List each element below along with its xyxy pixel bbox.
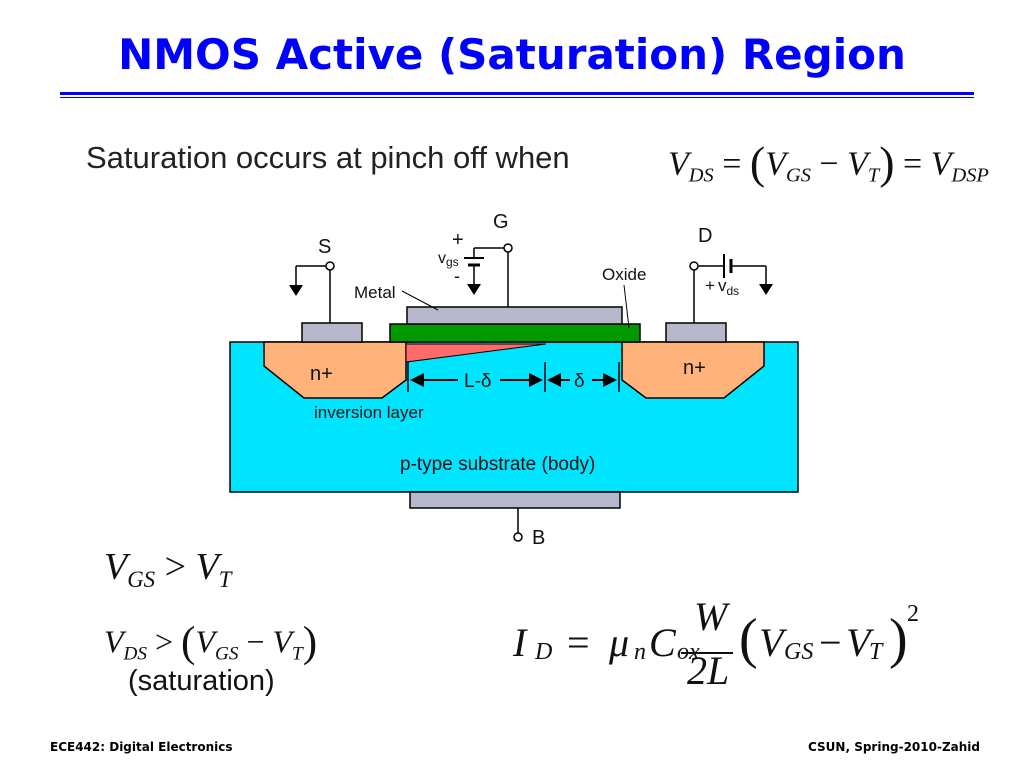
eq-sub: T xyxy=(867,164,880,187)
vgs-condition: VGS > VT xyxy=(104,545,231,593)
eq-op: = xyxy=(713,145,750,183)
source-region-label: n+ xyxy=(310,363,333,385)
eq-op: = xyxy=(567,620,590,665)
fraction-bar xyxy=(681,652,733,654)
vds-plus: + xyxy=(705,276,715,295)
eq-sub: D xyxy=(535,639,553,665)
eq-term: C xyxy=(649,620,676,665)
eq-term: V xyxy=(272,623,293,660)
oxide-label: Oxide xyxy=(602,265,646,284)
eq-term: V xyxy=(759,620,784,665)
vgs-label: vgs xyxy=(438,250,459,269)
eq-paren: ( xyxy=(749,137,766,188)
eq-term: V xyxy=(668,145,689,183)
length-arrow-head xyxy=(410,373,424,387)
eq-term: V xyxy=(847,145,868,183)
fraction-numerator: W xyxy=(694,594,728,639)
vds-ground-arrow xyxy=(759,284,773,295)
inversion-layer xyxy=(405,343,547,363)
vds-subscript: ds xyxy=(726,284,739,298)
eq-term: μ xyxy=(609,620,630,665)
vgs-plus: + xyxy=(452,229,464,251)
eq-paren: ( xyxy=(181,619,196,666)
source-terminal xyxy=(325,261,335,271)
eq-paren: ) xyxy=(302,619,318,666)
eq-op: > xyxy=(147,623,182,660)
eq-sub: T xyxy=(869,639,883,665)
slide-title: NMOS Active (Saturation) Region xyxy=(118,30,906,79)
eq-sub: DS xyxy=(123,643,147,665)
eq-sub: GS xyxy=(784,639,814,665)
delta-label: δ xyxy=(574,371,585,392)
substrate-label: p-type substrate (body) xyxy=(400,454,595,475)
gate-label: G xyxy=(493,211,509,233)
eq-sub: DSP xyxy=(951,164,989,187)
channel-length-label: L-δ xyxy=(464,371,491,392)
metal-label: Metal xyxy=(354,283,396,302)
eq-term: V xyxy=(930,145,952,183)
delta-arrow-head xyxy=(547,373,561,387)
eq-term: V xyxy=(104,623,124,660)
eq-sub: n xyxy=(634,639,646,665)
eq-op: − xyxy=(819,620,842,665)
eq-paren: ) xyxy=(889,608,908,670)
drain-contact xyxy=(665,322,727,343)
delta-arrow-head xyxy=(603,373,617,387)
drain-n-region xyxy=(621,341,765,399)
vds-label: +vds xyxy=(705,276,739,298)
eq-sub: DS xyxy=(688,164,714,187)
eq-sub: GS xyxy=(127,566,156,592)
footer-course: ECE442: Digital Electronics xyxy=(50,740,233,754)
eq-paren: ( xyxy=(739,608,758,670)
eq-term: V xyxy=(846,620,871,665)
title-rule-thin xyxy=(60,97,974,98)
gate-metal xyxy=(406,306,623,325)
length-arrow-head xyxy=(529,373,543,387)
gate-oxide xyxy=(389,323,641,343)
eq-term: V xyxy=(104,546,128,588)
body-label: B xyxy=(532,527,545,549)
body-terminal xyxy=(513,532,523,542)
body-contact xyxy=(409,491,621,509)
source-ground-arrow xyxy=(289,285,303,296)
vds-condition: VDS > (VGS − VT) xyxy=(104,618,317,667)
gate-terminal xyxy=(503,243,513,253)
inversion-layer-label: inversion layer xyxy=(314,403,424,422)
drain-region-label: n+ xyxy=(683,357,706,379)
source-label: S xyxy=(318,236,331,258)
vds-symbol: v xyxy=(718,276,727,295)
eq-op: − xyxy=(810,145,848,183)
vgs-minus: - xyxy=(454,266,460,286)
saturation-label: (saturation) xyxy=(128,665,275,697)
pinch-off-equation: VDS = (VGS − VT) = VDSP xyxy=(668,136,989,189)
fraction-denominator: 2L xyxy=(687,648,730,693)
eq-op: = xyxy=(894,145,931,183)
eq-term: V xyxy=(195,623,215,660)
metal-pointer xyxy=(401,290,439,311)
eq-term: V xyxy=(195,546,219,588)
title-rule xyxy=(60,92,974,95)
eq-sub: GS xyxy=(785,164,811,187)
drain-label: D xyxy=(698,225,712,247)
oxide-pointer xyxy=(623,284,630,329)
eq-exponent: 2 xyxy=(907,601,919,627)
eq-sub: T xyxy=(218,566,232,592)
eq-paren: ) xyxy=(879,137,895,188)
eq-op: > xyxy=(155,546,196,588)
drain-terminal xyxy=(689,261,699,271)
eq-term: V xyxy=(765,145,786,183)
footer-credit: CSUN, Spring-2010-Zahid xyxy=(808,740,980,754)
eq-sub: T xyxy=(292,643,303,665)
eq-sub: GS xyxy=(214,643,239,665)
drain-current-equation: I D = μ n C ox W 2L ( V GS − V T ) 2 xyxy=(513,594,933,697)
vgs-ground-arrow xyxy=(467,284,481,295)
source-contact xyxy=(301,322,363,343)
vgs-symbol: v xyxy=(438,250,446,267)
eq-op: − xyxy=(238,623,273,660)
vgs-subscript: gs xyxy=(446,255,459,269)
eq-term: I xyxy=(513,620,527,665)
intro-text: Saturation occurs at pinch off when xyxy=(86,140,570,175)
